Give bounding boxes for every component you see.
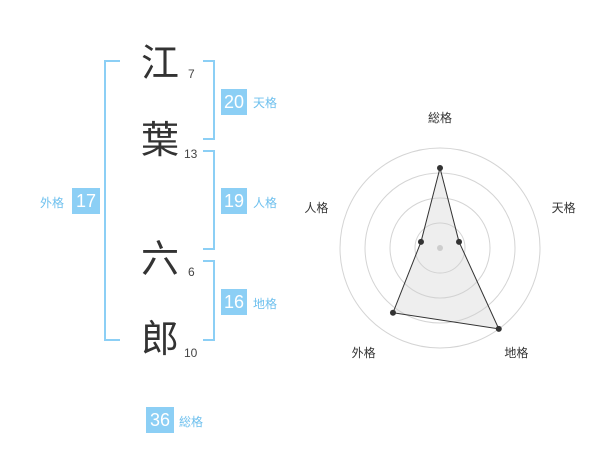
- radar-axis-label-3: 地格: [504, 345, 528, 360]
- stroke-count-1: 7: [188, 67, 195, 81]
- gaikaku-label: 外格: [40, 196, 65, 210]
- radar-axis-label-2: 天格: [552, 200, 576, 215]
- radar-point-2: [456, 238, 463, 245]
- radar-point-5: [417, 238, 424, 245]
- radar-axis-label-1: 総格: [428, 110, 452, 125]
- jinkaku-bracket: [203, 150, 215, 250]
- radar-center-dot: [437, 245, 443, 251]
- name-char-1: 江: [141, 41, 180, 85]
- radar-data-area: [392, 167, 500, 330]
- radar-point-4: [389, 309, 396, 316]
- chikaku-bracket: [203, 260, 215, 341]
- tenkaku-bracket: [203, 60, 215, 140]
- jinkaku-value-badge: 19: [221, 188, 247, 214]
- gaikaku-value-badge: 17: [72, 188, 100, 214]
- radar-axis-label-4: 外格: [352, 345, 376, 360]
- stroke-count-4: 10: [184, 346, 198, 360]
- jinkaku-label: 人格: [253, 196, 278, 210]
- soukaku-label: 総格: [179, 415, 204, 429]
- radar-point-3: [495, 325, 502, 332]
- name-char-2: 葉: [141, 118, 180, 162]
- name-char-4: 郎: [141, 317, 180, 361]
- tenkaku-value-badge: 20: [221, 89, 247, 115]
- soukaku-value-badge: 36: [146, 407, 174, 433]
- tenkaku-label: 天格: [253, 96, 278, 110]
- gaikaku-bracket: [104, 60, 120, 341]
- chikaku-value-badge: 16: [221, 289, 247, 315]
- stroke-count-3: 6: [188, 265, 195, 279]
- chikaku-label: 地格: [253, 297, 278, 311]
- radar-axis-label-5: 人格: [304, 200, 328, 215]
- name-char-3: 六: [141, 237, 180, 281]
- radar-point-1: [437, 165, 443, 171]
- stroke-count-2: 13: [184, 147, 198, 161]
